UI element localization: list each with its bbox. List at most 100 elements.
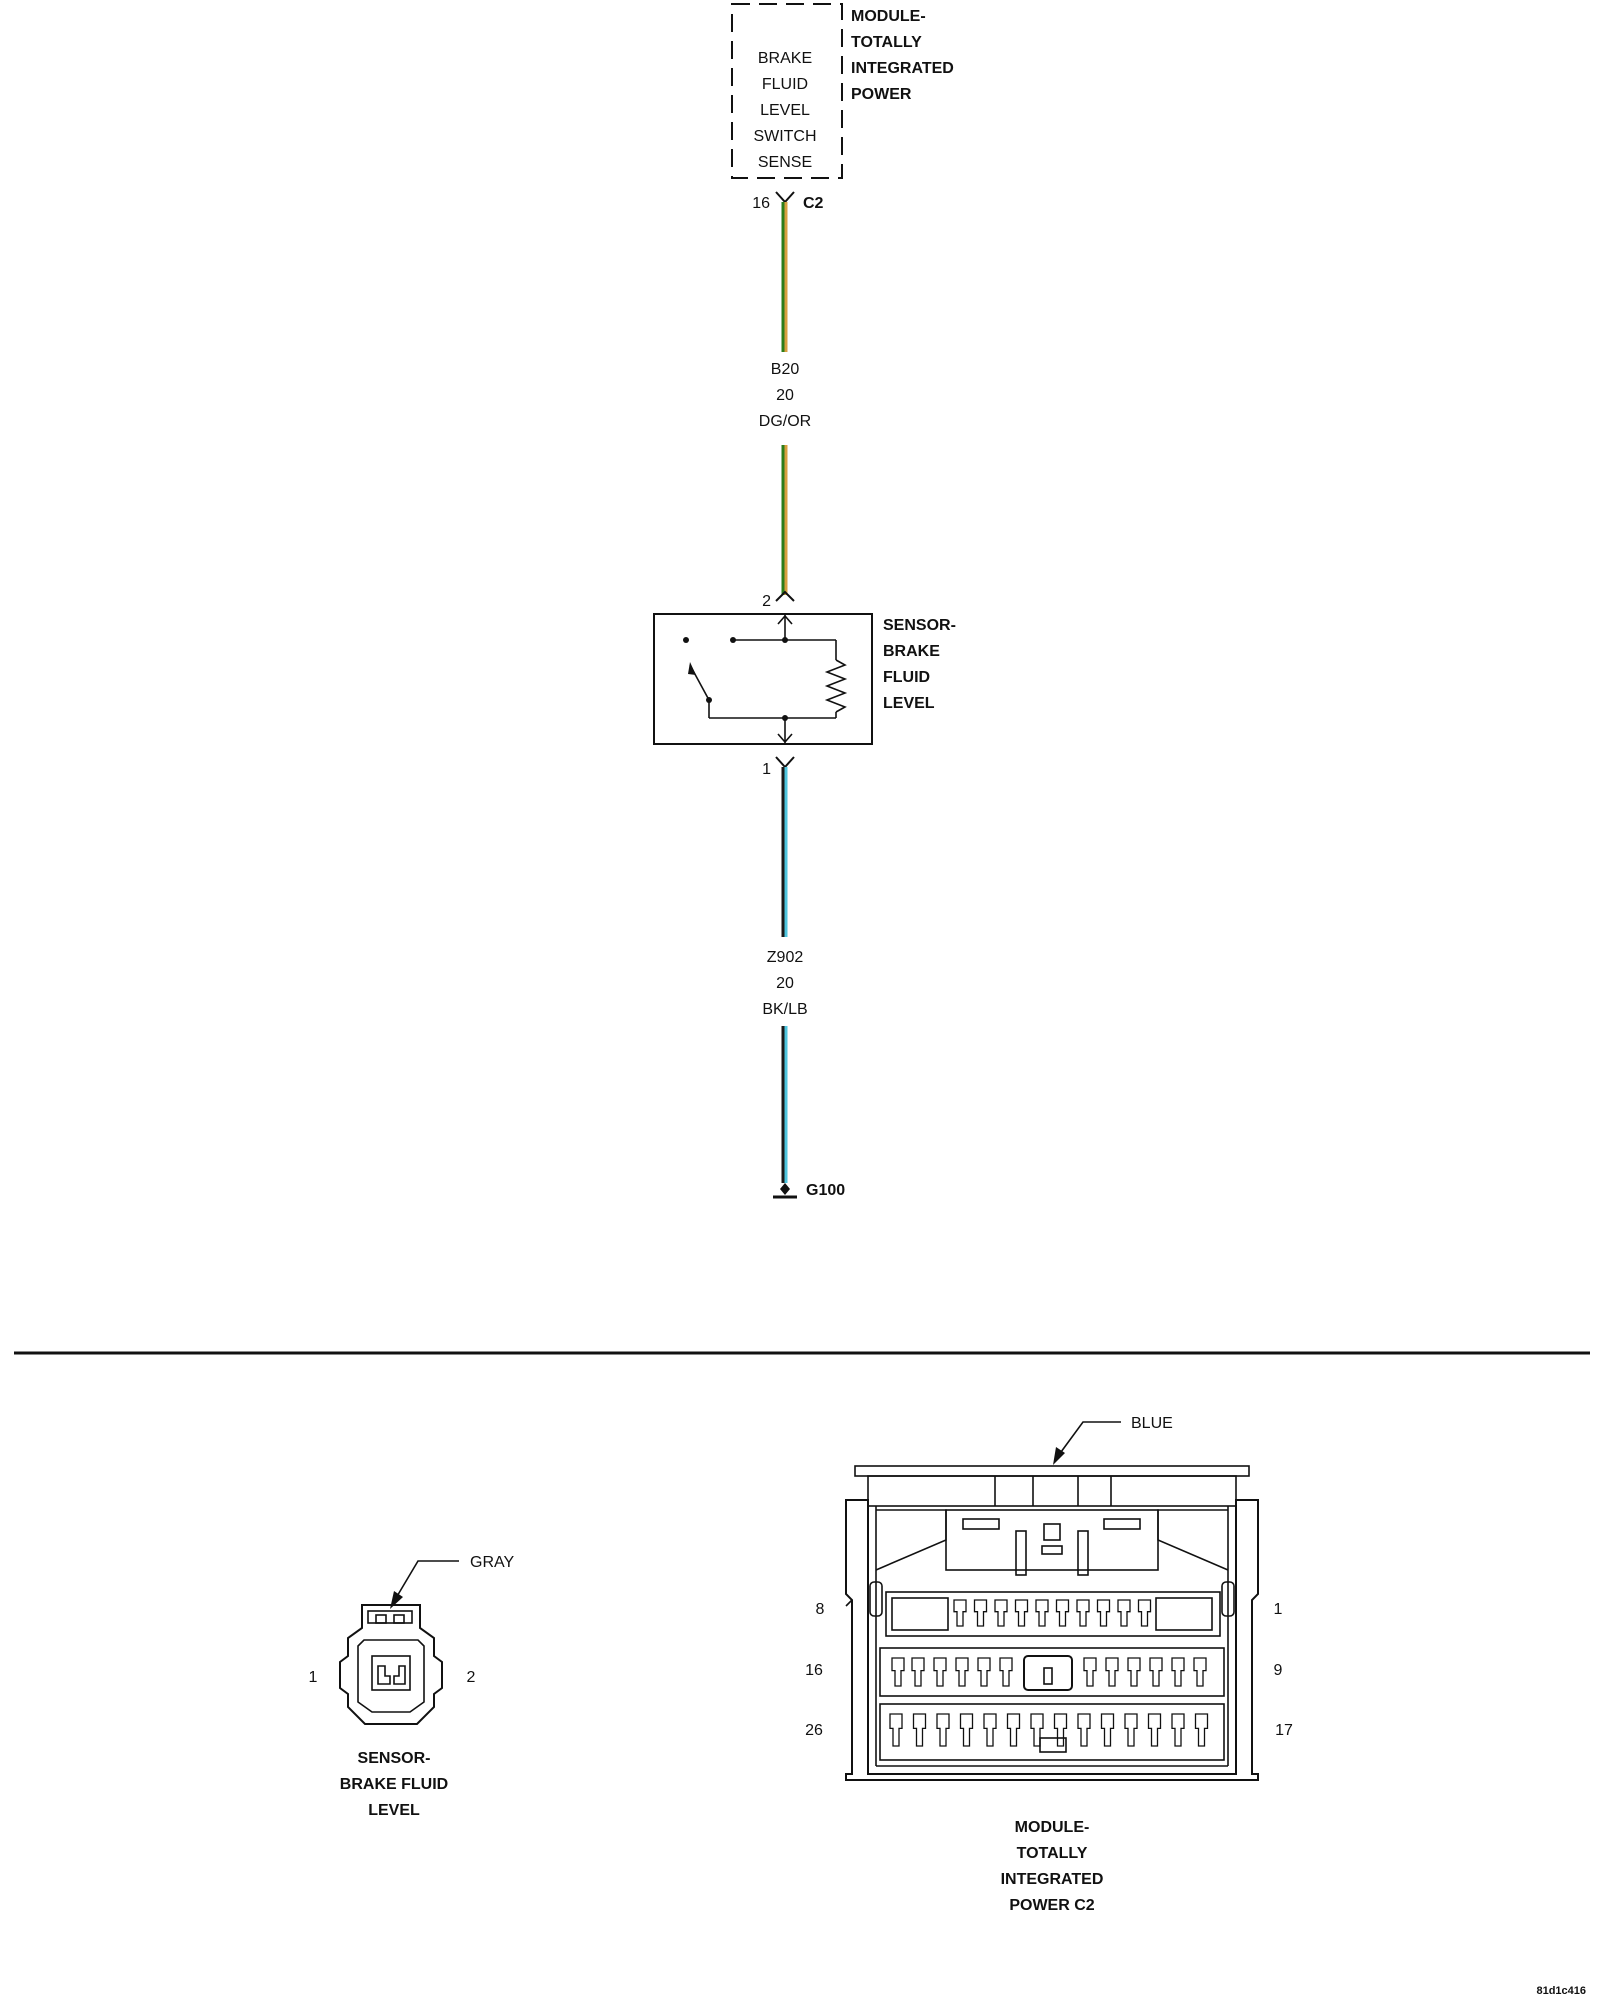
color-leader-line <box>395 1560 459 1599</box>
ground-g100: G100 <box>773 1182 845 1199</box>
sensor-connector-face-view: GRAY 1 2 SENSOR- BRAKE FLUID LEVEL <box>309 1554 515 1819</box>
sensor-title-line-4: LEVEL <box>883 695 935 712</box>
terminal-cavity-icon <box>933 1657 947 1687</box>
sensor-title-line-2: BRAKE <box>883 643 940 660</box>
female-terminal-icon <box>775 191 795 204</box>
module-connector-name-line-2: TOTALLY <box>1017 1845 1088 1862</box>
terminal-cavity-icon <box>911 1657 925 1687</box>
sensor-title-line-1: SENSOR- <box>883 617 956 634</box>
wire-z902-gauge: 20 <box>776 975 794 992</box>
module-title-line-4: POWER <box>851 86 912 103</box>
terminal-cavity-icon <box>1077 1713 1091 1747</box>
module-pin-label-left-row-1: 8 <box>816 1601 825 1618</box>
module-function-line-3: LEVEL <box>760 102 810 119</box>
terminal-cavity-icon <box>936 1713 950 1747</box>
wire-b20-gauge: 20 <box>776 387 794 404</box>
sensor-latch <box>367 1610 413 1624</box>
sensor-cavity-label-left: 1 <box>309 1669 318 1686</box>
sensor-terminal-1 <box>377 1665 391 1685</box>
module-function-line-1: BRAKE <box>758 50 812 67</box>
row-2-terminals <box>891 1657 1207 1687</box>
terminal-cavity-icon <box>955 1657 969 1687</box>
sensor-connector-name-line-3: LEVEL <box>368 1802 420 1819</box>
terminal-cavity-icon <box>1105 1657 1119 1687</box>
module-title-line-2: TOTALLY <box>851 34 922 51</box>
row-3-terminals <box>889 1713 1209 1747</box>
sensor-pin-bottom-number: 1 <box>762 761 771 778</box>
terminal-cavity-icon <box>994 1599 1008 1627</box>
module-connector-name-line-3: INTEGRATED <box>1001 1871 1104 1888</box>
sensor-connector-color-label: GRAY <box>470 1554 514 1571</box>
terminal-cavity-icon <box>1149 1657 1163 1687</box>
terminal-cavity-icon <box>1055 1599 1070 1627</box>
module-title-line-1: MODULE- <box>851 8 926 25</box>
terminal-cavity-icon <box>912 1713 927 1747</box>
terminal-cavity-icon <box>1083 1657 1097 1687</box>
color-leader-line <box>1060 1421 1121 1453</box>
module-function-line-4: SWITCH <box>753 128 816 145</box>
module-pin-16: 16 C2 <box>752 191 824 212</box>
sensor-cavity-block <box>371 1655 411 1691</box>
cavity-row-2 <box>879 1647 1225 1697</box>
module-connector-name: C2 <box>803 195 824 212</box>
terminal-cavity-icon <box>1193 1657 1207 1687</box>
terminal-cavity-icon <box>1100 1713 1115 1747</box>
terminal-cavity-icon <box>999 1657 1013 1687</box>
module-housing-outline <box>845 1499 1259 1781</box>
terminal-cavity-icon <box>959 1713 974 1747</box>
terminal-cavity-icon <box>1030 1713 1044 1747</box>
terminal-cavity-icon <box>1076 1599 1090 1627</box>
terminal-cavity-icon <box>1096 1599 1111 1627</box>
sensor-title-line-3: FLUID <box>883 669 930 686</box>
sensor-outline <box>653 613 873 745</box>
sensor-connector-name-line-2: BRAKE FLUID <box>340 1776 448 1793</box>
module-c2-connector-face-view: BLUE <box>805 1415 1293 1914</box>
module-function-line-2: FLUID <box>762 76 808 93</box>
sensor-cavity-label-right: 2 <box>467 1669 476 1686</box>
terminal-cavity-icon <box>1035 1599 1049 1627</box>
module-pin-label-right-row-3: 17 <box>1275 1722 1293 1739</box>
sensor-pin-top-number: 2 <box>762 593 771 610</box>
terminal-cavity-icon <box>953 1599 967 1627</box>
resistor-icon <box>824 659 848 713</box>
terminal-cavity-icon <box>1171 1713 1185 1747</box>
sensor-connector-name-line-1: SENSOR- <box>358 1750 431 1767</box>
connector-top-rail <box>854 1465 1250 1477</box>
module-center-key <box>1023 1655 1073 1691</box>
module-pin-label-left-row-3: 26 <box>805 1722 823 1739</box>
cavity-row-1 <box>885 1591 1221 1637</box>
module-function-line-5: SENSE <box>758 154 812 171</box>
terminal-cavity-icon <box>1006 1713 1021 1747</box>
module-title-line-3: INTEGRATED <box>851 60 954 77</box>
wire-z902-color-code: BK/LB <box>762 1001 807 1018</box>
row-1-terminals <box>953 1599 1152 1627</box>
module-connector-name-line-4: POWER C2 <box>1009 1897 1094 1914</box>
terminal-cavity-icon <box>889 1713 903 1747</box>
terminal-cavity-icon <box>1014 1599 1029 1627</box>
wire-z902-circuit: Z902 <box>767 949 804 966</box>
wire-b20-circuit: B20 <box>771 361 800 378</box>
module-pin-label-right-row-1: 1 <box>1274 1601 1283 1618</box>
terminal-cavity-icon <box>1127 1657 1141 1687</box>
terminal-cavity-icon <box>983 1713 997 1747</box>
wire-b20-color-code: DG/OR <box>759 413 811 430</box>
module-pin-label-right-row-2: 9 <box>1274 1662 1283 1679</box>
module-connector-color-label: BLUE <box>1131 1415 1173 1432</box>
terminal-cavity-icon <box>1171 1657 1185 1687</box>
terminal-cavity-icon <box>977 1657 991 1687</box>
wire-z902: Z902 20 BK/LB <box>762 767 808 1183</box>
terminal-cavity-icon <box>1124 1713 1138 1747</box>
ground-label: G100 <box>806 1182 845 1199</box>
module-pin-number: 16 <box>752 195 770 212</box>
terminal-cavity-icon <box>1117 1599 1131 1627</box>
terminal-cavity-icon <box>891 1657 905 1687</box>
module-upper-latch-area <box>945 1509 1159 1571</box>
float-switch-symbol <box>683 614 848 744</box>
module-pin-label-left-row-2: 16 <box>805 1662 823 1679</box>
module-connector-name-line-1: MODULE- <box>1015 1819 1090 1836</box>
terminal-cavity-icon <box>973 1599 988 1627</box>
male-terminal-icon <box>775 590 795 602</box>
terminal-cavity-icon <box>1147 1713 1162 1747</box>
